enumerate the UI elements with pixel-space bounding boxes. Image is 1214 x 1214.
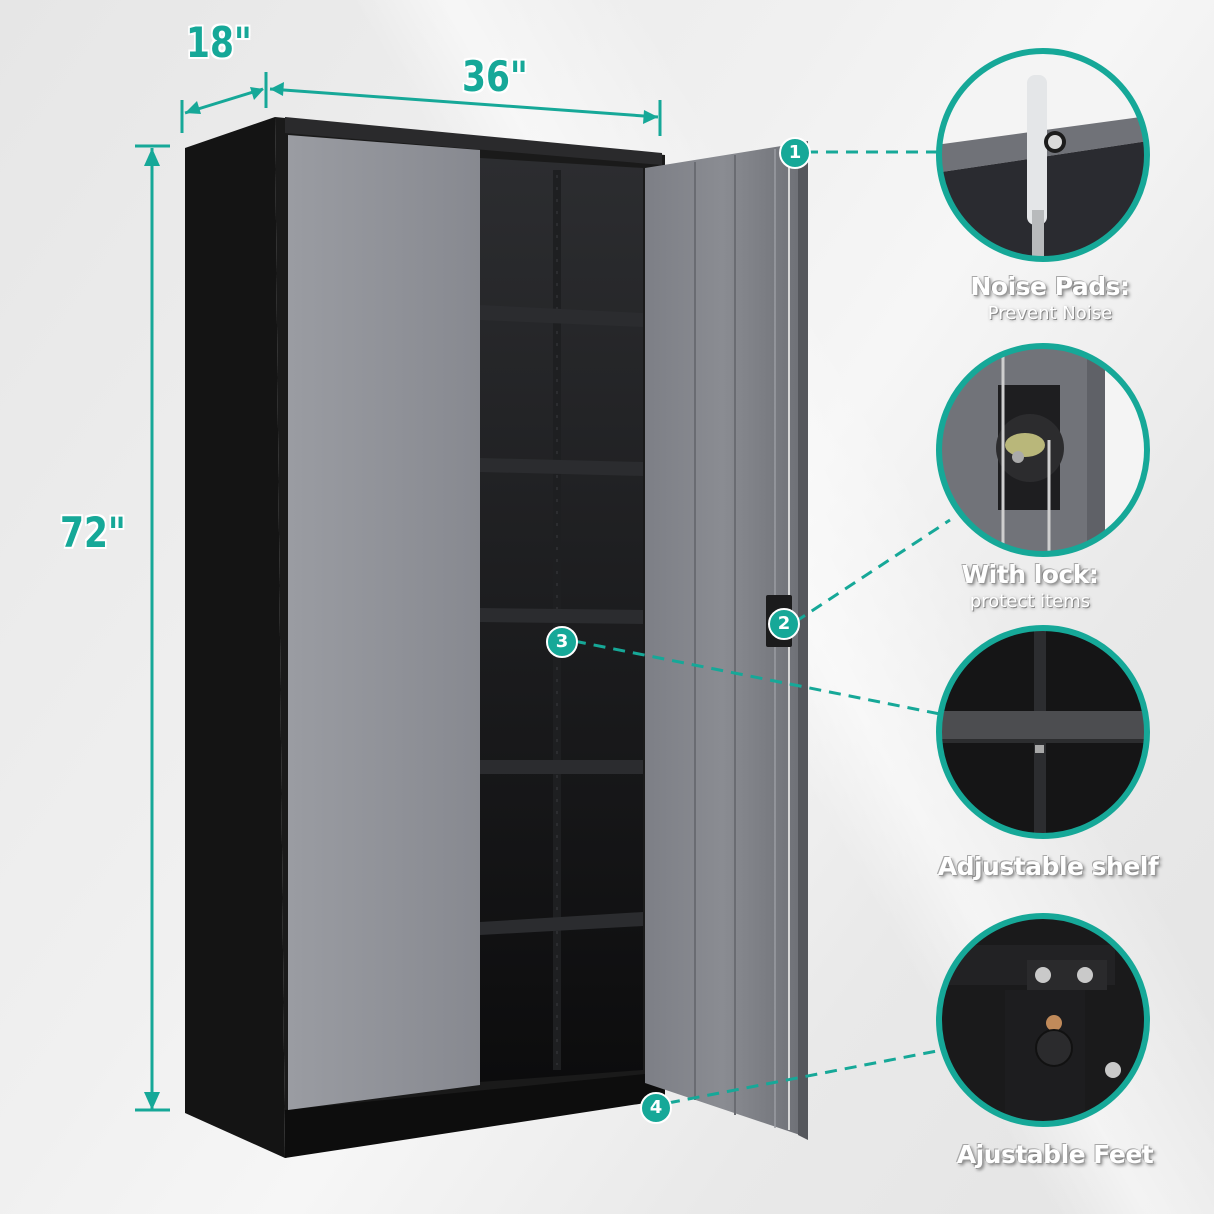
feature-label-noise-pads: Noise Pads: Prevent Noise [945,272,1155,324]
feature-title: Adjustable shelf [937,852,1159,881]
feature-subtitle: protect items [969,591,1091,612]
shelves [480,305,643,935]
right-door [645,141,808,1140]
cabinet-side-panel [185,117,285,1158]
feature-title: With lock: [961,560,1099,589]
depth-dimension-label: 18" [186,18,252,67]
callout-badge-3: 3 [546,626,578,658]
detail-circle-feet [936,913,1150,1127]
feature-label-adjustable-feet: Ajustable Feet [925,1140,1185,1169]
width-dimension-label: 36" [462,52,528,101]
feature-title: Noise Pads: [970,272,1130,301]
feature-label-adjustable-shelf: Adjustable shelf [918,852,1178,881]
feature-subtitle: Prevent Noise [987,303,1113,324]
cabinet-base [285,1072,665,1158]
dimension-lines [135,72,662,1112]
callout-leader-lines [573,150,951,1105]
height-dimension-label: 72" [60,508,126,557]
detail-circle-lock [936,343,1150,557]
left-door [288,135,480,1110]
detail-circle-shelf [936,625,1150,839]
callout-badge-2: 2 [768,608,800,640]
callout-badge-1: 1 [779,137,811,169]
callout-badge-4: 4 [640,1092,672,1124]
feature-title: Ajustable Feet [956,1140,1154,1169]
detail-circle-noise-pads [936,48,1150,262]
feature-label-lock: With lock: protect items [925,560,1135,612]
